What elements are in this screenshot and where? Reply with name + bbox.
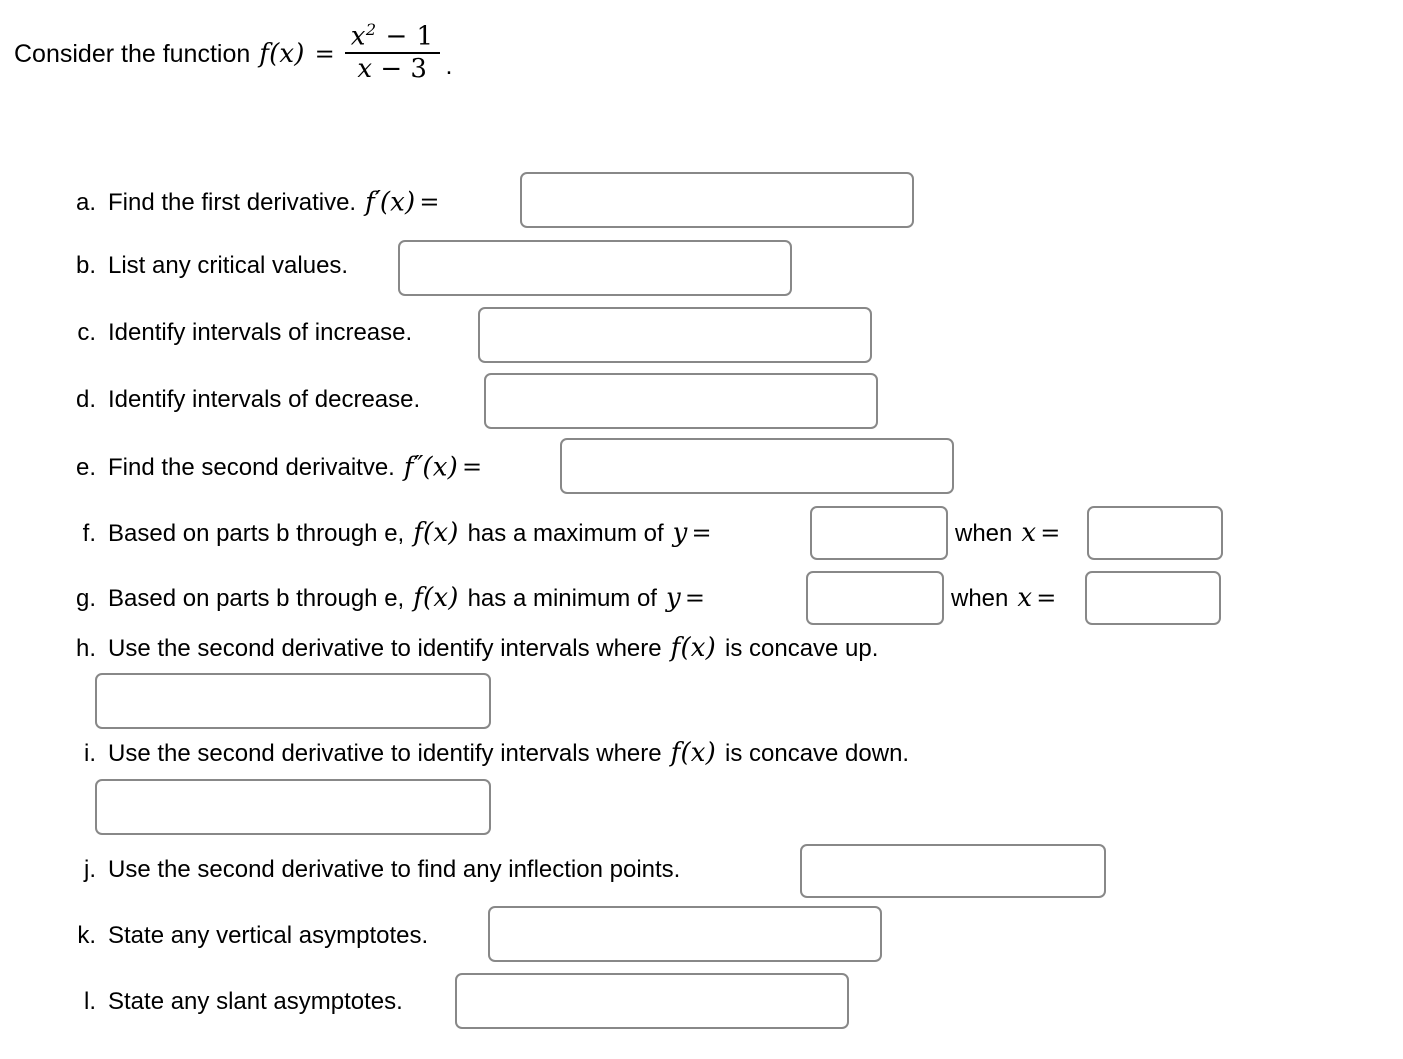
item-j-label: Use the second derivative to find any in… [108, 856, 681, 883]
fraction-denominator: x − 3 [357, 54, 427, 85]
function-symbol: f(x) [259, 39, 305, 70]
answer-h[interactable] [95, 673, 491, 729]
list-marker-l: l. [84, 988, 96, 1015]
answer-a[interactable] [520, 172, 914, 228]
x-symbol-f: x [1021, 518, 1037, 548]
list-marker-k: k. [77, 922, 96, 949]
item-e-label: Find the second derivaitve. [108, 454, 395, 482]
list-item-h: h. Use the second derivative to identify… [50, 633, 878, 664]
fraction-numerator: x2 − 1 [350, 20, 434, 52]
item-g-label-mid: has a minimum of [467, 585, 657, 612]
list-marker-h: h. [75, 635, 96, 662]
list-marker-b: b. [75, 252, 96, 279]
fraction-bar [344, 52, 440, 55]
list-marker-j: j. [84, 856, 96, 883]
answer-j[interactable] [800, 844, 1106, 898]
equals-sign-f-x: = [1040, 519, 1061, 547]
list-item-e: e. Find the second derivaitve. f″(x) = [50, 451, 486, 483]
list-marker-c: c. [77, 319, 96, 346]
answer-g-x[interactable] [1085, 571, 1221, 625]
list-item-k: k. State any vertical asymptotes. [50, 922, 428, 951]
item-l-label: State any slant asymptotes. [108, 988, 403, 1015]
answer-i[interactable] [95, 779, 491, 835]
list-marker-f: f. [82, 520, 96, 547]
answer-c[interactable] [478, 307, 872, 363]
list-item-f: f. Based on parts b through e, f(x) has … [50, 518, 716, 549]
list-item-l: l. State any slant asymptotes. [50, 988, 403, 1017]
list-item-i: i. Use the second derivative to identify… [50, 738, 909, 769]
first-derivative-symbol: f′(x) [365, 186, 416, 218]
fx-symbol-i: f(x) [670, 738, 716, 768]
problem-statement: Consider the function f(x) = x2 − 1 x − … [14, 20, 453, 87]
list-item-g: g. Based on parts b through e, f(x) has … [50, 583, 709, 614]
item-g-when-text: when [951, 585, 1009, 612]
answer-f-y[interactable] [810, 506, 948, 560]
item-f-when-group: when x = [955, 518, 1064, 549]
statement-period: . [445, 52, 453, 81]
function-fraction: x2 − 1 x − 3 [344, 20, 440, 85]
list-item-c: c. Identify intervals of increase. [50, 319, 412, 348]
item-f-label-mid: has a maximum of [467, 520, 664, 547]
problem-lead-text: Consider the function [14, 39, 251, 68]
list-item-d: d. Identify intervals of decrease. [50, 386, 420, 415]
item-c-label: Identify intervals of increase. [108, 319, 413, 346]
y-symbol-g: y [665, 583, 681, 613]
equals-sign-a: = [419, 188, 440, 217]
list-marker-g: g. [75, 585, 96, 612]
list-item-j: j. Use the second derivative to find any… [50, 856, 680, 885]
item-f-when-text: when [955, 520, 1013, 547]
item-h-label-after: is concave up. [725, 635, 879, 662]
x-symbol-g: x [1017, 583, 1033, 613]
list-marker-e: e. [75, 454, 96, 482]
item-i-label-after: is concave down. [725, 740, 910, 767]
equals-sign-g-y: = [684, 584, 705, 612]
item-i-label-before: Use the second derivative to identify in… [108, 740, 662, 767]
fx-symbol-h: f(x) [670, 633, 716, 663]
fx-symbol-f: f(x) [413, 518, 459, 548]
list-item-b: b. List any critical values. [50, 252, 348, 281]
item-g-when-group: when x = [951, 583, 1060, 614]
answer-d[interactable] [484, 373, 878, 429]
answer-l[interactable] [455, 973, 849, 1029]
answer-g-y[interactable] [806, 571, 944, 625]
list-marker-d: d. [75, 386, 96, 413]
list-item-a: a. Find the first derivative. f′(x) = [50, 186, 444, 218]
answer-f-x[interactable] [1087, 506, 1223, 560]
equals-sign-e: = [461, 453, 483, 482]
second-derivative-symbol: f″(x) [403, 451, 458, 483]
answer-k[interactable] [488, 906, 882, 962]
answer-e[interactable] [560, 438, 954, 494]
item-h-label-before: Use the second derivative to identify in… [108, 635, 662, 662]
item-g-label-before: Based on parts b through e, [108, 585, 405, 612]
item-k-label: State any vertical asymptotes. [108, 922, 429, 949]
item-a-label: Find the first derivative. [108, 189, 357, 217]
equals-sign-f-y: = [691, 519, 712, 547]
item-d-label: Identify intervals of decrease. [108, 386, 421, 413]
list-marker-i: i. [84, 740, 96, 767]
equals-sign: = [314, 40, 335, 69]
y-symbol-f: y [672, 518, 688, 548]
answer-b[interactable] [398, 240, 792, 296]
equals-sign-g-x: = [1036, 584, 1057, 612]
item-f-label-before: Based on parts b through e, [108, 520, 405, 547]
fx-symbol-g: f(x) [413, 583, 459, 613]
list-marker-a: a. [75, 189, 96, 217]
item-b-label: List any critical values. [108, 252, 349, 279]
